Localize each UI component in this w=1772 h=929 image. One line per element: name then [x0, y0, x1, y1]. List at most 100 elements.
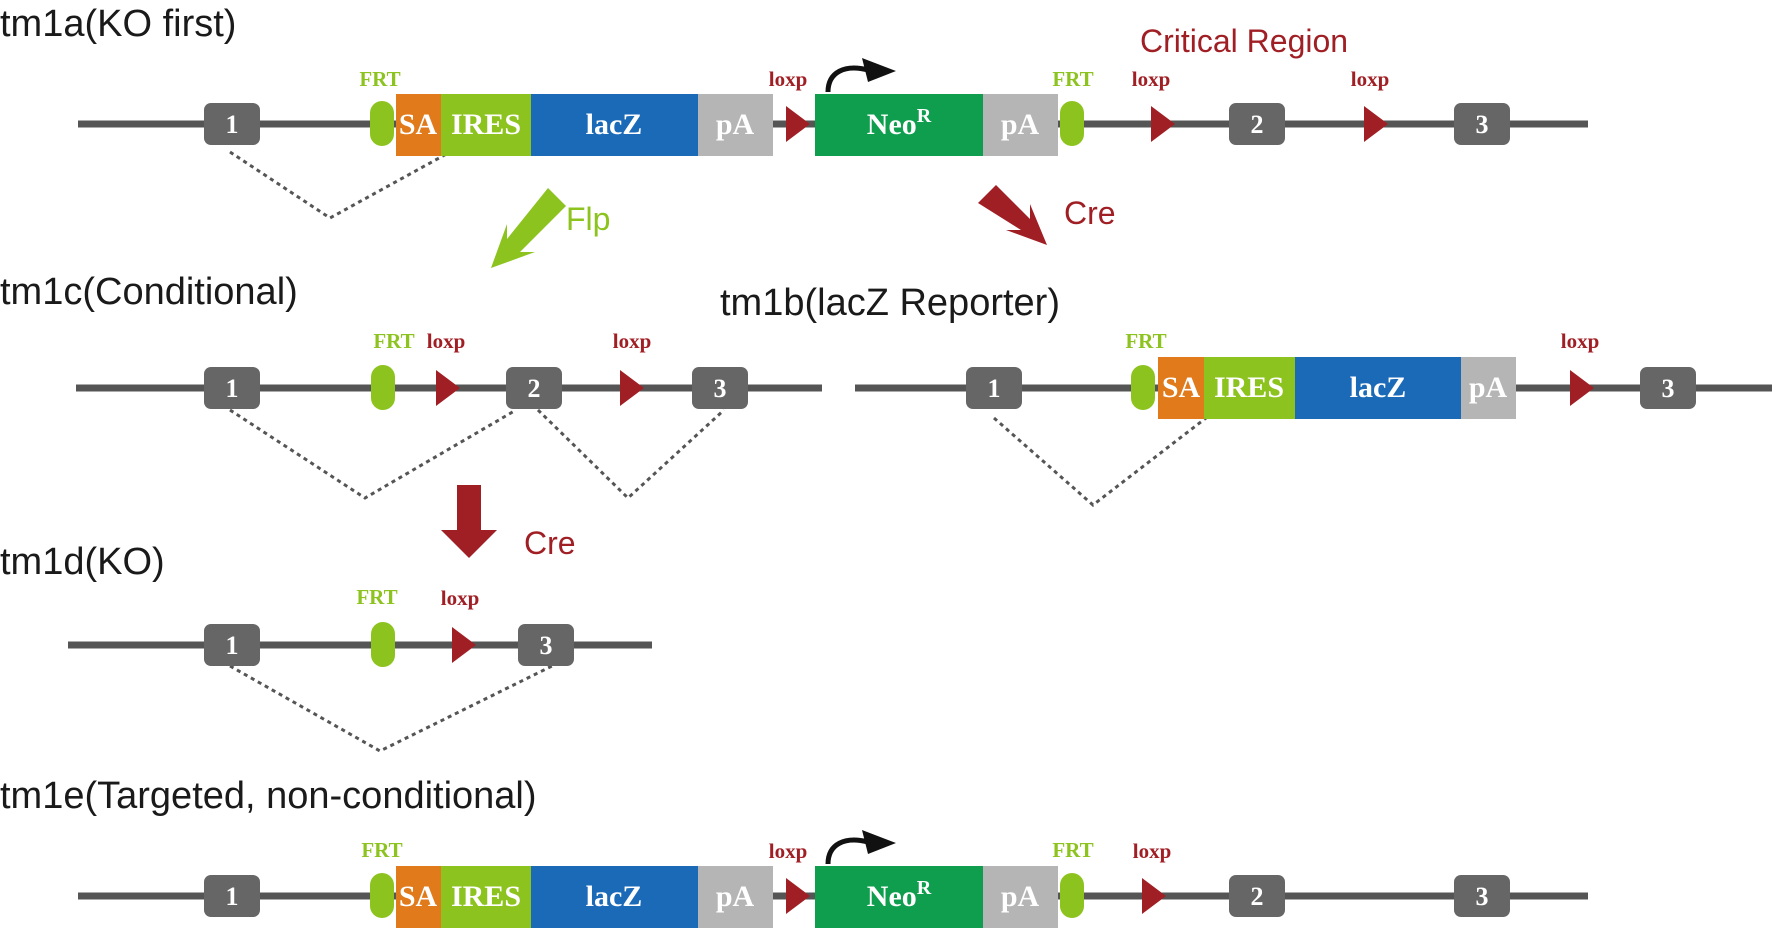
tm1e-title: tm1e(Targeted, non-conditional) [0, 775, 537, 817]
tm1b-sa-label: SA [1162, 371, 1201, 404]
tm1c-loxp-label-1: loxp [427, 329, 466, 353]
tm1a-exon-2-label: 2 [1251, 110, 1264, 139]
tm1a-sa-label: SA [399, 108, 438, 141]
tm1b-exon-1-label: 1 [988, 374, 1001, 403]
tm1e-frt-label-2: FRT [1052, 838, 1093, 862]
tm1c-exon-2-label: 2 [528, 374, 541, 403]
tm1b-loxp-label: loxp [1561, 329, 1600, 353]
tm1d-allele: tm1d(KO) 1 FRT loxp 3 [0, 541, 652, 753]
flp-step: Flp [491, 188, 610, 268]
tm1c-exon-3 [692, 367, 748, 409]
cre-step-1: Cre [978, 185, 1116, 245]
tm1d-exon-3-label: 3 [540, 631, 553, 660]
loxp-triangle-icon [786, 878, 810, 914]
tm1e-ires-box [441, 866, 531, 928]
tm1a-exon-3 [1454, 103, 1510, 145]
tm1b-ires-label: IRES [1214, 371, 1284, 404]
frt-site-icon [1060, 873, 1084, 918]
tm1d-frt-label: FRT [356, 585, 397, 609]
tm1a-pa-label-2: pA [1001, 108, 1040, 141]
tm1e-frt-label-1: FRT [361, 838, 402, 862]
tm1e-neo-box [815, 866, 983, 928]
tm1e-lacz-box [531, 866, 698, 928]
loxp-triangle-icon [436, 370, 460, 406]
tm1e-exon-1-label: 1 [226, 882, 239, 911]
frt-site-icon [1060, 101, 1084, 146]
tm1a-lacz-label: lacZ [586, 108, 643, 141]
tm1d-title: tm1d(KO) [0, 541, 165, 583]
tm1c-exon-3-label: 3 [714, 374, 727, 403]
tm1a-pa-box-2 [983, 94, 1058, 156]
tm1a-loxp-label-2: loxp [1132, 67, 1171, 91]
loxp-triangle-icon [452, 627, 476, 663]
flp-label: Flp [566, 201, 610, 237]
loxp-triangle-icon [620, 370, 644, 406]
tm1b-pa-box [1461, 357, 1516, 419]
tm1e-exon-3 [1454, 875, 1510, 917]
tm1e-allele: tm1e(Targeted, non-conditional) 1 FRT SA… [0, 775, 1588, 928]
cre-label-1: Cre [1064, 195, 1116, 231]
tm1b-exon-3 [1640, 367, 1696, 409]
tm1b-title: tm1b(lacZ Reporter) [720, 282, 1060, 324]
tm1d-exon-1 [204, 624, 260, 666]
tm1e-pa-label-2: pA [1001, 880, 1040, 913]
tm1a-pa-box-1 [698, 94, 773, 156]
tm1e-pa-label-1: pA [716, 880, 755, 913]
frt-site-icon [370, 101, 394, 146]
tm1d-loxp-label: loxp [441, 586, 480, 610]
tm1e-loxp-label-2: loxp [1133, 839, 1172, 863]
tm1d-exon-1-label: 1 [226, 631, 239, 660]
flp-arrow-icon [491, 188, 566, 268]
tm1a-frt-label-2: FRT [1052, 67, 1093, 91]
tm1a-neo-label: NeoR [867, 105, 932, 141]
loxp-triangle-icon [786, 106, 810, 142]
tm1a-ires-label: IRES [451, 108, 521, 141]
tm1e-pa-box-1 [698, 866, 773, 928]
cre-arrow-icon [978, 185, 1047, 245]
tm1b-frt-label: FRT [1125, 329, 1166, 353]
tm1e-sa-label: SA [399, 880, 438, 913]
loxp-triangle-icon [1151, 106, 1175, 142]
tm1c-exon-1-label: 1 [226, 374, 239, 403]
frt-site-icon [1131, 365, 1155, 410]
tm1d-exon-3 [518, 624, 574, 666]
cre-step-2: Cre [441, 485, 576, 561]
tm1c-exon-2 [506, 367, 562, 409]
tm1c-loxp-label-2: loxp [613, 329, 652, 353]
tm1e-sa-box [396, 866, 441, 928]
tm1a-splice-line [229, 150, 451, 220]
tm1a-pa-label-1: pA [716, 108, 755, 141]
promoter-arrow-icon [825, 65, 869, 93]
loxp-triangle-icon [1570, 370, 1594, 406]
tm1c-splice-line-2 [536, 408, 726, 501]
tm1e-ires-label: IRES [451, 880, 521, 913]
tm1b-splice-line [993, 416, 1207, 507]
cre-arrow-icon [441, 485, 497, 558]
tm1b-pa-label: pA [1469, 371, 1508, 404]
tm1b-allele: tm1b(lacZ Reporter) 1 FRT SA IRES lacZ p… [720, 282, 1772, 507]
cre-label-2: Cre [524, 525, 576, 561]
tm1a-exon-1-label: 1 [226, 110, 239, 139]
frt-site-icon [371, 622, 395, 667]
tm1e-exon-2-label: 2 [1251, 882, 1264, 911]
tm1a-lacz-box [531, 94, 698, 156]
promoter-arrow-icon [825, 837, 869, 865]
tm1c-title: tm1c(Conditional) [0, 271, 298, 313]
tm1c-exon-1 [204, 367, 260, 409]
tm1e-neo-label: NeoR [867, 877, 932, 913]
tm1e-exon-1 [204, 875, 260, 917]
tm1e-loxp-label-1: loxp [769, 839, 808, 863]
tm1e-pa-box-2 [983, 866, 1058, 928]
tm1c-splice-line-1 [229, 408, 517, 500]
tm1a-ires-box [441, 94, 531, 156]
tm1e-lacz-label: lacZ [586, 880, 643, 913]
tm1b-ires-box [1204, 357, 1295, 419]
tm1b-exon-3-label: 3 [1662, 374, 1675, 403]
tm1c-allele: tm1c(Conditional) 1 FRT loxp 2 loxp 3 [0, 271, 822, 501]
loxp-triangle-icon [1142, 878, 1166, 914]
tm1a-loxp-label-1: loxp [769, 67, 808, 91]
tm1d-splice-line [229, 664, 553, 753]
tm1c-frt-label: FRT [373, 329, 414, 353]
tm1e-exon-2 [1229, 875, 1285, 917]
tm1e-exon-3-label: 3 [1476, 882, 1489, 911]
